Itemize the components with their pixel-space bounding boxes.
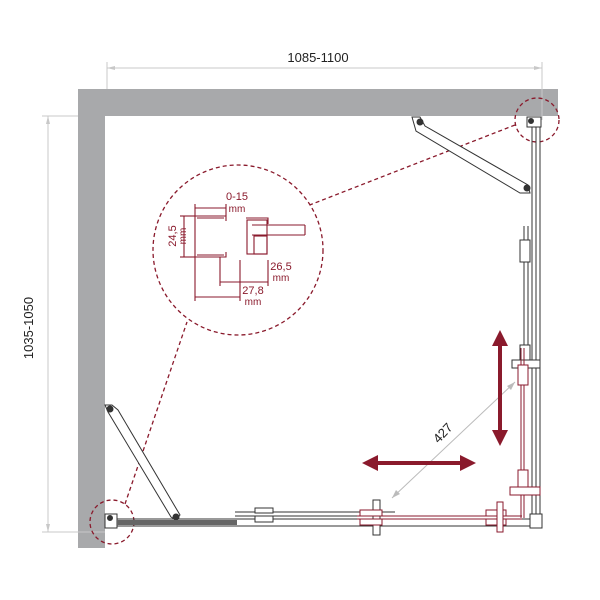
detail-magnified-circle: 0-15 mm 24,5 mm 26,5 mm 27,8 mm [152, 164, 324, 336]
detail-unit-26-5: mm [273, 273, 290, 284]
detail-label-26-5: 26,5 [270, 261, 291, 273]
detail-label-0-15: 0-15 [226, 191, 248, 203]
detail-unit-0-15: mm [229, 204, 246, 215]
depth-dimension: 1035-1050 [21, 115, 105, 533]
detail-unit-27-8: mm [245, 297, 262, 308]
bottom-sliding-door [357, 501, 522, 533]
right-sliding-door [509, 348, 541, 518]
right-side-panel [511, 116, 542, 528]
width-label: 1085-1100 [287, 50, 348, 65]
vertical-sliding-arrow-icon [492, 330, 508, 446]
left-wall [78, 89, 105, 548]
left-support-arm [104, 404, 181, 521]
detail-unit-24-5: mm [178, 228, 189, 245]
detail-label-27-8: 27,8 [242, 285, 263, 297]
horizontal-sliding-arrow-icon [362, 455, 476, 471]
top-support-arm [411, 116, 531, 194]
width-dimension: 1085-1100 [106, 50, 543, 120]
walls [78, 89, 558, 548]
detail-label-24-5: 24,5 [167, 225, 179, 246]
depth-label: 1035-1050 [21, 297, 36, 359]
opening-diagonal-dimension: 427 [391, 381, 516, 499]
top-wall [78, 89, 558, 116]
top-right-callout-circle [514, 97, 560, 143]
